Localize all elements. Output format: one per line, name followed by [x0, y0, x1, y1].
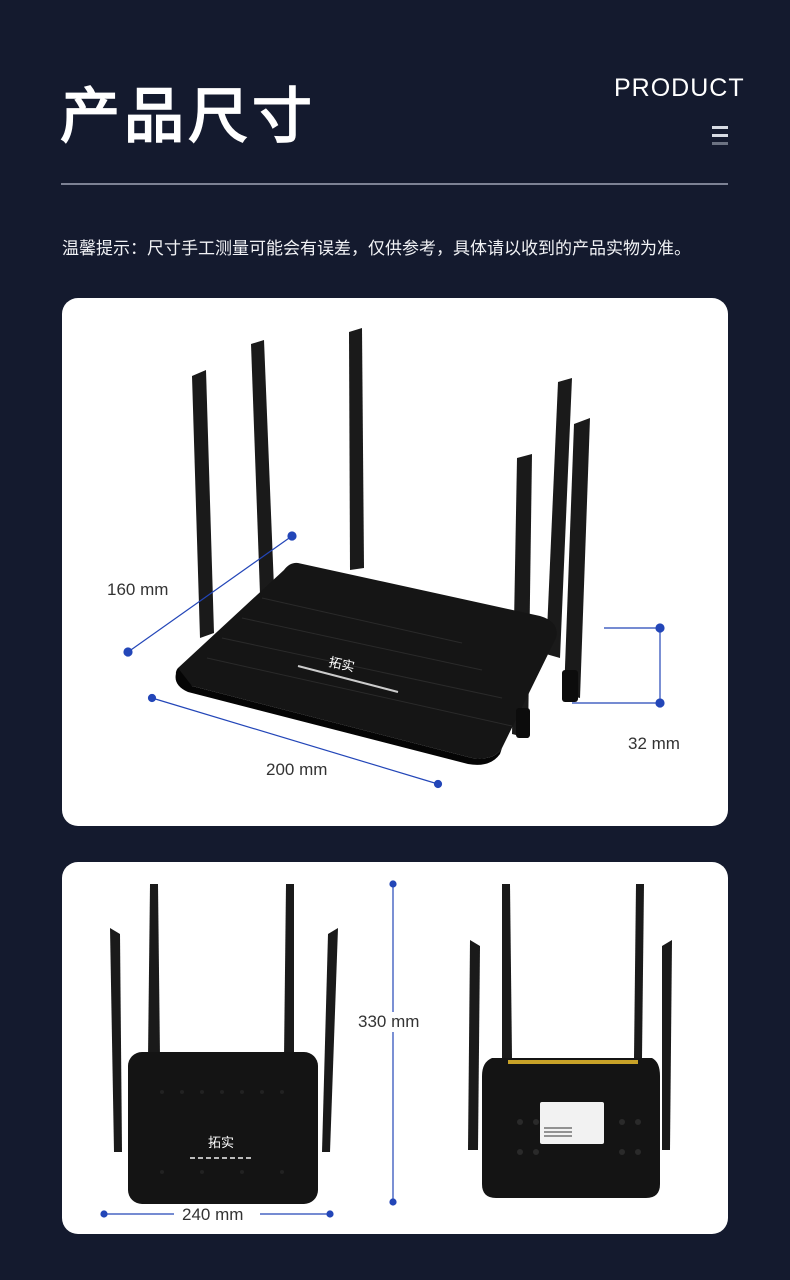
router-front-body — [128, 1052, 318, 1204]
antenna — [148, 884, 160, 1058]
depth-dimension-label: 160 mm — [107, 580, 169, 599]
menu-icon[interactable] — [712, 126, 728, 146]
front-back-card: 拓实 — [62, 862, 728, 1234]
brand-logo: 拓实 — [327, 655, 356, 675]
height-dimension-label: 32 mm — [628, 734, 680, 753]
router-body — [175, 562, 557, 759]
antenna — [349, 328, 364, 570]
height-dimension-label: 330 mm — [358, 1012, 420, 1032]
antenna — [662, 940, 672, 1150]
antenna — [502, 884, 512, 1058]
antenna — [634, 884, 644, 1058]
page-subtitle: PRODUCT — [614, 74, 745, 102]
width-dimension-label: 240 mm — [182, 1205, 244, 1224]
device-label-sticker — [540, 1102, 604, 1144]
page-title: 产品尺寸 — [60, 82, 316, 152]
antenna — [468, 940, 480, 1150]
router-perspective-image: 拓实 — [123, 328, 665, 789]
tip-text: 温馨提示：尺寸手工测量可能会有误差，仅供参考，具体请以收到的产品实物为准。 — [62, 239, 691, 259]
router-front-back-image: 拓实 — [100, 880, 672, 1218]
width-dimension-label: 200 mm — [266, 760, 328, 779]
antenna — [251, 340, 274, 594]
perspective-card: 拓实 160 mm 200 mm 32 mm — [62, 298, 728, 826]
brand-logo: 拓实 — [208, 1136, 234, 1151]
antenna — [546, 378, 572, 658]
antenna — [192, 370, 214, 638]
header-divider — [61, 183, 728, 185]
antenna — [564, 418, 590, 698]
antenna — [284, 884, 294, 1058]
antenna — [322, 928, 338, 1152]
antenna — [110, 928, 122, 1152]
